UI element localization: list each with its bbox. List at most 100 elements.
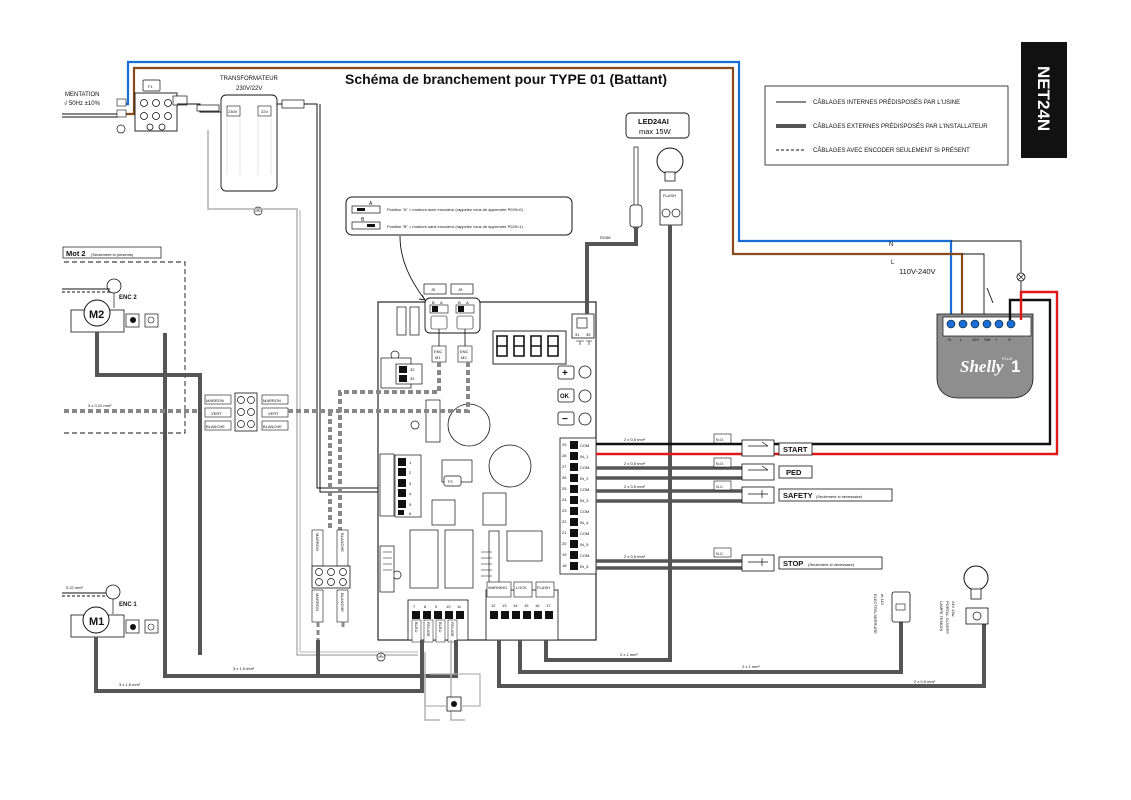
motor-screw	[412, 611, 420, 619]
wire-blanche-bottom: BLANCHE	[340, 593, 345, 612]
motor-m1: 0,22 mm² ENC 1 M1	[62, 584, 159, 638]
shelly-terminal	[946, 319, 956, 329]
legend-item-external: CÂBLAGES EXTERNES PRÉDISPOSÉS PAR L'INST…	[813, 123, 988, 130]
accessory-screw	[534, 611, 542, 619]
motor-m2-label: M2	[89, 309, 104, 321]
fuse-f2-label: F2	[448, 479, 453, 484]
shelly-digit: 1	[1011, 357, 1020, 376]
lamp-model: LED24AI	[638, 117, 669, 126]
input-screw	[570, 518, 578, 526]
input-pin-26: 26	[562, 475, 567, 480]
stop-input: N.C. STOP (Seulement si nécessaire)	[713, 547, 883, 572]
input-pin-21: 21	[562, 530, 567, 535]
shelly-terminal	[982, 319, 992, 329]
lamp-model-box: LED24AI max 15W	[625, 112, 690, 139]
stop-contact: N.C.	[716, 551, 724, 556]
accessory-pin-14: 14	[513, 603, 518, 608]
ped-contact: N.O.	[716, 461, 724, 466]
j9-label: J9	[458, 287, 463, 292]
terminal-1: 1	[409, 460, 412, 465]
antenna-terminal: 31 35	[571, 313, 595, 345]
antenna-pin-35: 35	[586, 332, 591, 337]
shelly-pin-label: N	[948, 337, 951, 342]
motor-wire-label: ROUGE	[426, 622, 431, 637]
accessory-pin-16: 16	[535, 603, 540, 608]
fuse-f1	[142, 79, 161, 92]
shelly-terminal	[958, 319, 968, 329]
safety-contact: N.C.	[716, 484, 724, 489]
antenna-pin-31: 31	[575, 332, 580, 337]
plus-button[interactable]: +	[557, 365, 575, 380]
flash-terminal-label: FLASH	[537, 585, 550, 590]
start-black-wire	[596, 298, 1052, 446]
seven-segment-display	[492, 330, 567, 365]
transformer: TRANSFORMATEUR 230V/22V 230V 22V	[220, 76, 279, 192]
encoder-cable-label: 3 x 0,22 mm²	[88, 403, 112, 408]
motor-screw	[456, 611, 464, 619]
accessory-pin-17: 17	[546, 603, 551, 608]
terminal-5: 5	[409, 502, 412, 507]
enc-m1-label-2: M1	[435, 355, 441, 360]
jumper-pos-b-letter: B	[361, 217, 365, 223]
input-fn-label: COM	[580, 553, 589, 558]
antenna-icon	[629, 146, 643, 229]
input-screw	[570, 474, 578, 482]
lamp-bottom-label-2: PORTAL OUVERT	[945, 601, 950, 635]
input-fn-label: IN_6	[580, 564, 589, 569]
jumper-pos-b: Position "B" = moteurs sans encodeur (ra…	[387, 224, 523, 229]
accessory-screw	[501, 611, 509, 619]
lamp-bottom-label-1: LAMPE TEMOIN	[939, 601, 944, 631]
accessory-pin-15: 15	[524, 603, 529, 608]
motor-pin-10: 10	[446, 604, 451, 609]
jumper-j5-j9: J5 J9 B A B A ENC M1 ENC M2	[423, 283, 481, 363]
start-label: START	[783, 445, 808, 454]
junction-blanche-right: BLANCHE	[263, 424, 282, 429]
junction-blanche-left: BLANCHE	[206, 424, 225, 429]
ok-button[interactable]: OK	[557, 388, 575, 403]
shelly-brand: Shelly	[960, 357, 1004, 376]
accessory-pin-12: 12	[491, 603, 496, 608]
terminal-33: 33	[410, 376, 415, 381]
j9-b-label: B	[458, 300, 461, 305]
electro-lock: ELECTRO-SERRURE et.110	[873, 591, 911, 634]
ped-input: N.O. PED	[713, 457, 813, 481]
minus-button[interactable]: −	[557, 411, 575, 426]
side-tab: NET24N	[1021, 42, 1067, 158]
motor-wire-label: BLEU	[414, 622, 419, 633]
junction-marron-left: MARRON	[206, 398, 224, 403]
legend: CÂBLAGES INTERNES PRÉDISPOSÉS PAR L'USIN…	[764, 85, 1009, 166]
input-fn-label: COM	[580, 531, 589, 536]
input-screw	[570, 485, 578, 493]
start-cable-label: 2 x 0,5 mm²	[624, 437, 646, 442]
shelly-sub: PLUS	[1002, 356, 1013, 361]
start-contact: N.O.	[716, 437, 724, 442]
fuse-f1-label: F1	[148, 84, 153, 89]
j9-a-label: A	[466, 300, 469, 305]
wire-blanche-top: BLANCHE	[340, 533, 345, 552]
input-pin-18: 18	[562, 563, 567, 568]
terminal-32: 32	[410, 367, 415, 372]
motor-screw	[434, 611, 442, 619]
input-screw	[570, 463, 578, 471]
accessory-screw	[523, 611, 531, 619]
transformer-rating: 230V/22V	[236, 86, 262, 92]
mot2-note: (Seulement si présents)	[91, 252, 134, 257]
j5-a-label: A	[440, 300, 443, 305]
shelly-pin-label: SW	[984, 337, 991, 342]
cable-label-c5: 2 x 0,5 mm²	[914, 679, 936, 684]
live-label: L	[891, 260, 895, 266]
junction-vert-right: VERT	[268, 411, 279, 416]
ped-label: PED	[786, 468, 802, 477]
supply-label-2: √ 50Hz ±10%	[64, 100, 101, 107]
safety-input: N.C. SAFETY (Seulement si nécessaire)	[713, 480, 893, 504]
lock-label-1: ELECTRO-SERRURE	[873, 594, 878, 634]
mot2-header: Mot 2 (Seulement si présents)	[62, 246, 162, 259]
terminal-2: 2	[409, 470, 412, 475]
wire-marron-top: MARRON	[315, 533, 320, 551]
input-pin-23: 23	[562, 508, 567, 513]
stop-label: STOP	[783, 559, 803, 568]
ground-icon-2	[376, 652, 386, 662]
ground-icon	[253, 206, 263, 216]
